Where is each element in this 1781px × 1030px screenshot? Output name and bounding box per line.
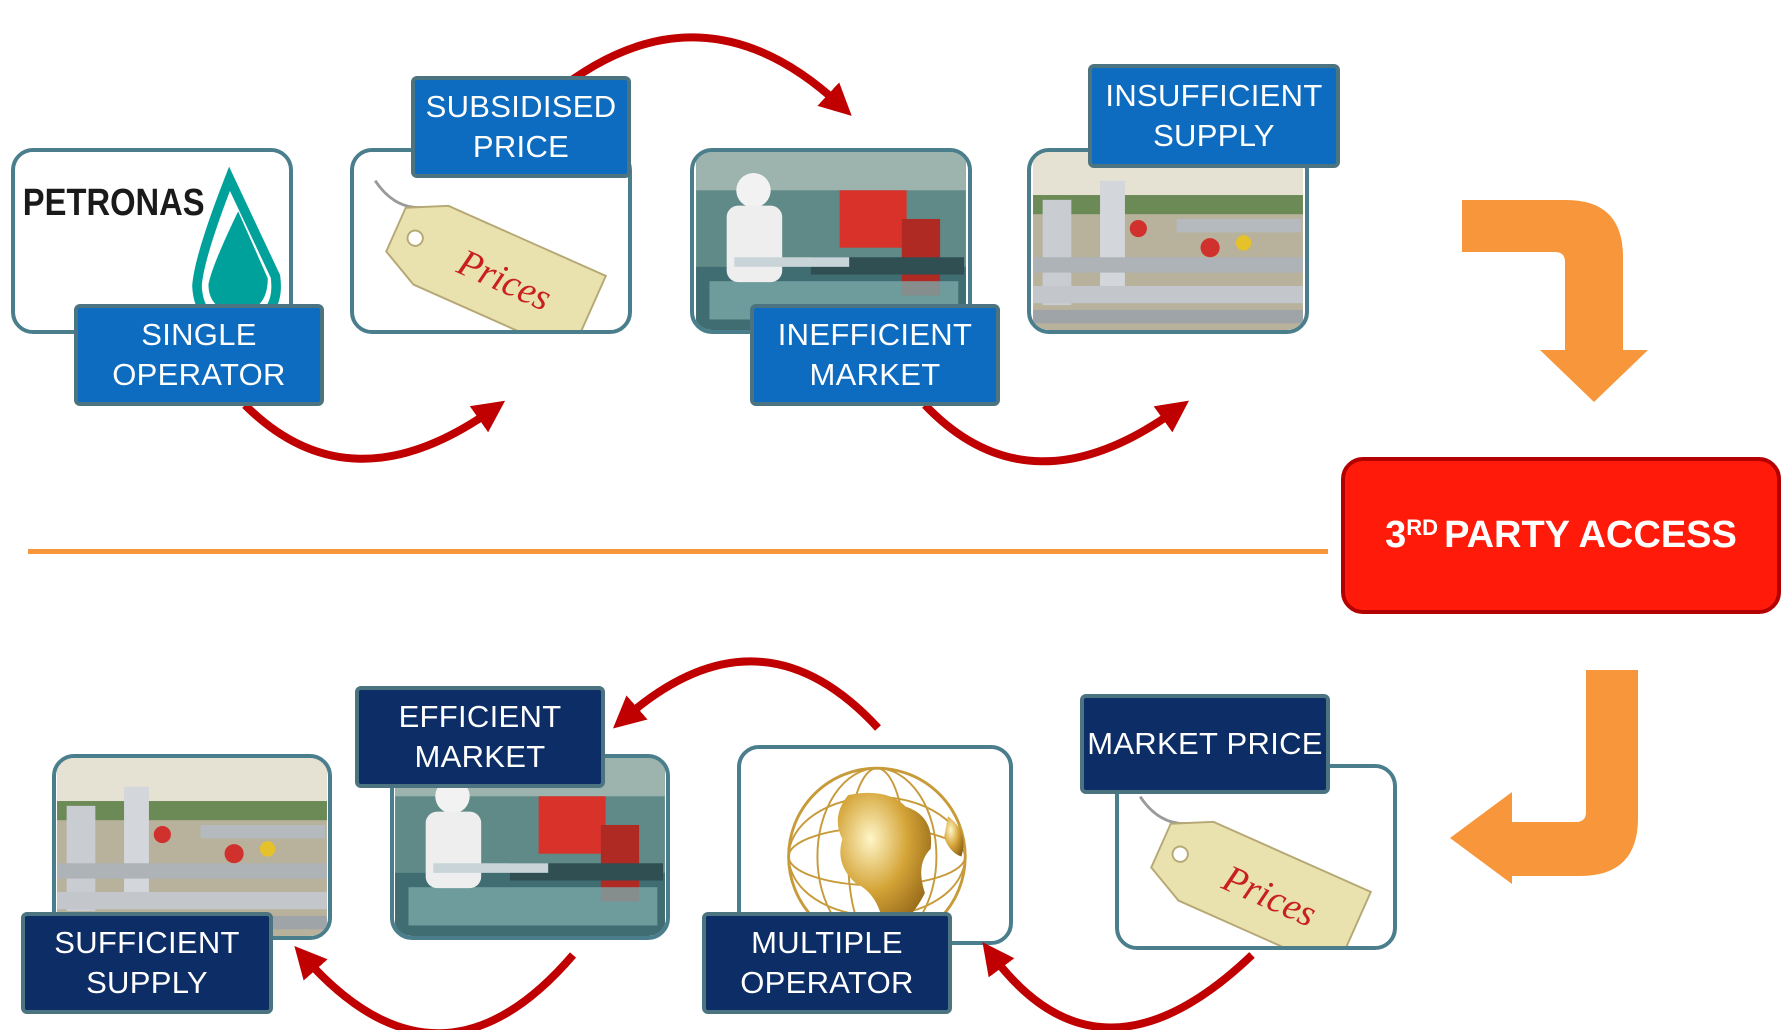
label-subsidised-price-line2: PRICE <box>472 129 570 164</box>
price-tag-image-top: Prices <box>356 152 626 330</box>
factory-image-top <box>696 152 966 330</box>
globe-image <box>742 749 1008 941</box>
cycle-arrow-3 <box>922 400 1189 466</box>
label-sufficient-supply: SUFFICIENT SUPPLY <box>21 912 273 1014</box>
label-multiple-operator: MULTIPLE OPERATOR <box>702 912 952 1014</box>
label-subsidised-price-line1: SUBSIDISED <box>425 89 617 124</box>
label-subsidised-price: SUBSIDISED PRICE <box>411 76 631 178</box>
third-party-access-number: 3 <box>1385 514 1407 556</box>
price-tag-frame-bottom: Prices <box>1115 764 1397 950</box>
label-efficient-market: EFFICIENT MARKET <box>355 686 605 788</box>
label-insufficient-supply-line2: SUPPLY <box>1153 118 1275 153</box>
third-party-access-text: PARTY ACCESS <box>1444 514 1737 556</box>
label-sufficient-supply-line1: SUFFICIENT <box>54 925 240 960</box>
third-party-access-superscript: RD <box>1406 514 1439 540</box>
cycle-arrow-4 <box>982 942 1255 1030</box>
price-tag-frame-top: Prices <box>350 148 632 334</box>
pipes-image-top <box>1033 152 1303 330</box>
flow-arrow-down-icon <box>1462 200 1648 402</box>
petronas-logo-image: PETRONAS <box>17 152 287 330</box>
label-multiple-operator-line1: MULTIPLE <box>751 925 903 960</box>
label-single-operator-line2: OPERATOR <box>112 357 286 392</box>
cycle-arrow-6 <box>294 946 577 1030</box>
label-inefficient-market-line2: MARKET <box>809 357 941 392</box>
label-efficient-market-line2: MARKET <box>414 739 546 774</box>
label-inefficient-market: INEFFICIENT MARKET <box>750 304 1000 406</box>
label-single-operator: SINGLE OPERATOR <box>74 304 324 406</box>
label-market-price-line1: MARKET PRICE <box>1087 726 1323 761</box>
pipes-image-bottom <box>57 758 327 936</box>
label-sufficient-supply-line2: SUPPLY <box>86 965 208 1000</box>
flow-arrow-return-icon <box>1450 670 1638 884</box>
factory-frame-top <box>690 148 972 334</box>
petronas-logo-text: PETRONAS <box>23 181 205 224</box>
label-single-operator-line1: SINGLE <box>141 317 257 352</box>
cycle-arrow-5 <box>612 657 881 731</box>
globe-frame <box>737 745 1013 945</box>
label-inefficient-market-line1: INEFFICIENT <box>777 317 973 352</box>
label-insufficient-supply-line1: INSUFFICIENT <box>1105 78 1323 113</box>
cycle-arrow-1 <box>242 400 506 463</box>
cycle-arrow-2 <box>549 33 852 116</box>
label-insufficient-supply: INSUFFICIENT SUPPLY <box>1088 64 1340 168</box>
pipes-frame-top <box>1027 148 1309 334</box>
label-market-price: MARKET PRICE <box>1080 694 1330 794</box>
pipes-frame-bottom <box>52 754 332 940</box>
label-multiple-operator-line2: OPERATOR <box>740 965 914 1000</box>
divider-line <box>28 549 1328 554</box>
petronas-logo-frame: PETRONAS <box>11 148 293 334</box>
label-efficient-market-line1: EFFICIENT <box>398 699 562 734</box>
price-tag-image-bottom: Prices <box>1121 768 1391 946</box>
